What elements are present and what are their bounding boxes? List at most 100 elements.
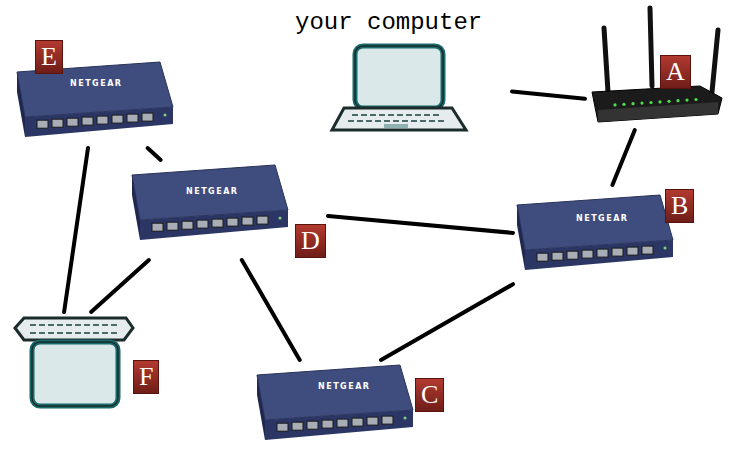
switch-port xyxy=(322,420,333,428)
network-cable xyxy=(242,260,300,360)
switch-port xyxy=(197,220,208,228)
switch-side xyxy=(132,175,140,240)
switch-led xyxy=(164,114,167,117)
switch-port xyxy=(242,217,253,225)
laptop-icon xyxy=(332,46,466,130)
switch-led xyxy=(664,247,667,250)
switch-port xyxy=(552,252,563,260)
router-antenna xyxy=(650,8,652,86)
switch-node: D xyxy=(128,160,328,260)
network-cable xyxy=(91,260,149,312)
laptop-icon xyxy=(15,318,133,406)
router-led xyxy=(640,102,643,105)
switch-side xyxy=(257,375,265,440)
switch-port xyxy=(112,115,123,123)
switch-side xyxy=(517,205,525,270)
network-cable xyxy=(64,148,88,312)
switch-port xyxy=(367,417,378,425)
device-letter: A xyxy=(660,55,691,89)
device-letter: B xyxy=(665,189,694,223)
brand-logo: NETGEAR xyxy=(186,187,239,197)
switch-port xyxy=(337,419,348,427)
switch-port xyxy=(582,250,593,258)
switch-port xyxy=(352,418,363,426)
switch-led xyxy=(404,417,407,420)
router-icon xyxy=(592,8,722,122)
device-letter: E xyxy=(35,40,63,74)
router-led xyxy=(613,103,616,106)
switch-port xyxy=(597,249,608,257)
brand-logo: NETGEAR xyxy=(576,214,629,224)
switch-port xyxy=(167,222,178,230)
laptop-keys xyxy=(348,115,446,121)
laptop-pad xyxy=(384,124,408,128)
switch-port xyxy=(627,247,638,255)
network-cable xyxy=(381,284,513,360)
switch-node: E xyxy=(12,36,178,148)
switch-port xyxy=(97,116,108,124)
computer-node: your computer xyxy=(292,6,512,138)
device-letter: D xyxy=(295,224,326,258)
router-led xyxy=(658,100,661,103)
switch-icon xyxy=(257,365,413,440)
laptop-node: F xyxy=(12,312,162,412)
switch-port xyxy=(292,422,303,430)
device-name: your computer xyxy=(295,10,482,36)
label-holder: NETGEAR xyxy=(70,72,123,90)
router-led xyxy=(631,102,634,105)
network-cable xyxy=(612,130,634,185)
label-holder: NETGEAR xyxy=(186,180,239,198)
router-antenna xyxy=(604,28,608,92)
router-led xyxy=(676,99,679,102)
router-led xyxy=(622,103,625,106)
switch-port xyxy=(182,221,193,229)
switch-port xyxy=(127,114,138,122)
switch-node: C xyxy=(252,360,450,450)
router-node: A xyxy=(585,2,735,130)
switch-icon xyxy=(517,195,673,270)
laptop-screen-edge xyxy=(32,342,118,406)
switch-port xyxy=(382,416,393,424)
brand-logo: NETGEAR xyxy=(318,382,371,392)
switch-port xyxy=(537,253,548,261)
router-led xyxy=(649,101,652,104)
switch-front xyxy=(265,410,413,440)
laptop-base xyxy=(15,318,133,340)
switch-port xyxy=(212,219,223,227)
switch-port xyxy=(612,248,623,256)
router-led xyxy=(667,100,670,103)
laptop-screen xyxy=(355,46,443,108)
switch-port xyxy=(142,113,153,121)
router-front xyxy=(598,102,718,122)
switch-front xyxy=(525,240,673,270)
switch-port xyxy=(82,117,93,125)
switch-node: B xyxy=(513,185,698,285)
router-antenna xyxy=(712,30,718,92)
laptop-keys xyxy=(30,325,120,333)
device-letter: F xyxy=(133,360,159,394)
brand-logo: NETGEAR xyxy=(70,79,123,89)
network-cable xyxy=(148,148,161,160)
laptop-screen xyxy=(32,342,118,406)
label-holder: NETGEAR xyxy=(318,375,371,393)
switch-port xyxy=(52,119,63,127)
switch-led xyxy=(279,217,282,220)
switch-port xyxy=(642,246,653,254)
switch-port xyxy=(567,251,578,259)
network-cable xyxy=(512,91,585,98)
switch-port xyxy=(257,216,268,224)
switch-side xyxy=(17,72,25,137)
switch-port xyxy=(307,421,318,429)
switch-front xyxy=(140,210,288,240)
laptop-screen-edge xyxy=(355,46,443,108)
switch-port xyxy=(67,118,78,126)
device-letter: C xyxy=(415,378,444,412)
switch-icon xyxy=(132,165,288,240)
laptop-base xyxy=(332,108,466,130)
router-led xyxy=(685,99,688,102)
label-holder: NETGEAR xyxy=(576,207,629,225)
switch-front xyxy=(25,107,173,137)
switch-port xyxy=(37,120,48,128)
device-illustration xyxy=(128,160,323,260)
